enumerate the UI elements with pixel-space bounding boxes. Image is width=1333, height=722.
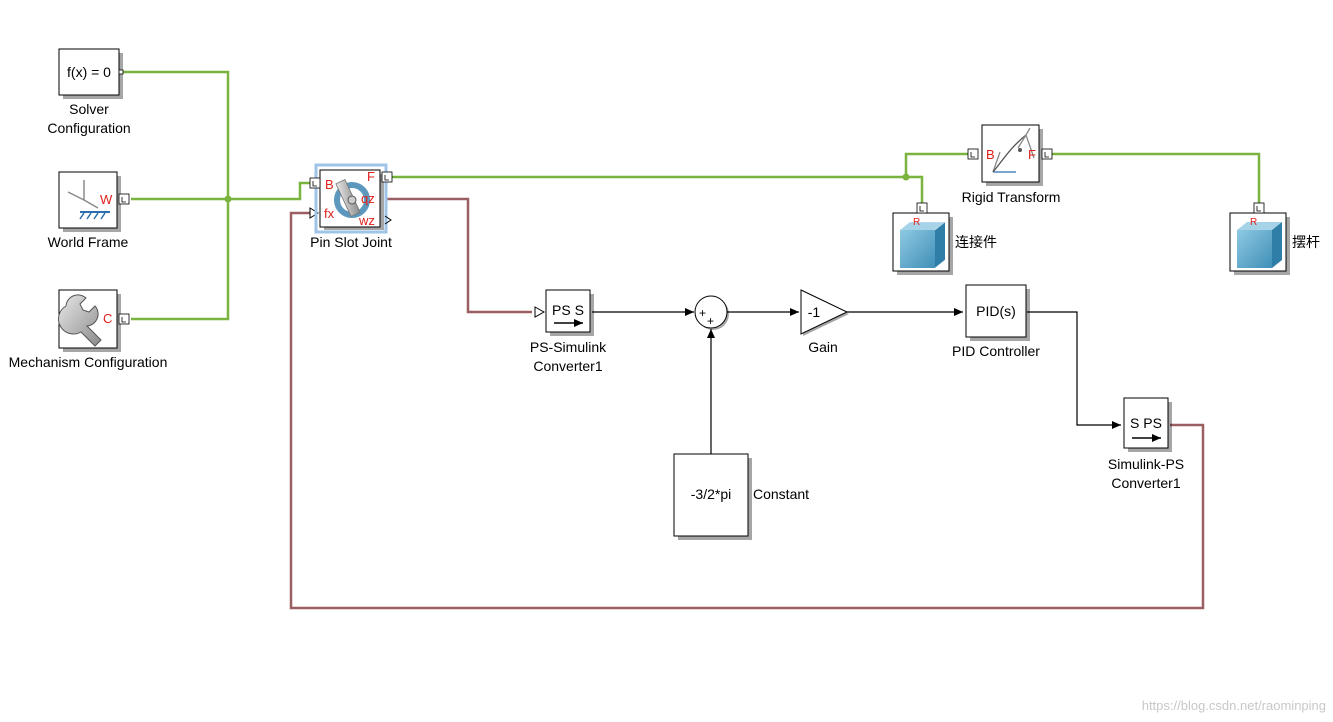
solver-expression: f(x) = 0 <box>67 64 111 80</box>
sum-block[interactable]: + + <box>694 295 729 330</box>
joint-icon <box>334 179 370 218</box>
rigid-transform-block[interactable]: B F Rigid Transform <box>962 124 1061 205</box>
sum-sign-plus: + <box>699 306 706 320</box>
ps-simulink-converter-block[interactable]: PS S PS-Simulink Converter1 <box>530 289 607 374</box>
constant-block[interactable]: -3/2*pi Constant <box>673 453 809 540</box>
pin-slot-joint-block[interactable]: B F qz fx wz Pin Slot Joint <box>309 163 393 250</box>
gain-block[interactable]: -1 Gain <box>800 289 849 355</box>
fx-input-port <box>309 207 319 219</box>
ps-input-port <box>534 306 546 318</box>
world-port[interactable] <box>118 193 130 205</box>
rigid-transform-port-b-label: B <box>986 147 995 162</box>
ps-connections[interactable] <box>289 197 1205 610</box>
gain-label: Gain <box>808 339 838 355</box>
simulink-ps-label: Converter1 <box>1111 475 1180 491</box>
simulink-ps-to-fx-line[interactable] <box>289 211 1205 610</box>
pin-slot-joint-label: Pin Slot Joint <box>310 234 392 250</box>
solid1-port-mark: R <box>913 217 920 228</box>
gain-value: -1 <box>808 304 821 320</box>
simulink-ps-label: Simulink-PS <box>1108 456 1184 472</box>
pinslot-port-f[interactable] <box>381 171 393 183</box>
world-frame-block[interactable]: W World Frame <box>48 171 130 250</box>
rigid-transform-port-f-label: F <box>1028 147 1036 162</box>
pinslot-port-qz-label: qz <box>361 191 375 206</box>
transform-icon <box>992 127 1035 173</box>
solid1-port[interactable] <box>916 202 928 214</box>
constant-value: -3/2*pi <box>691 486 731 502</box>
solver-connection[interactable] <box>123 70 230 199</box>
mechanism-label: Mechanism Configuration <box>9 354 168 370</box>
selection-highlight <box>314 163 388 234</box>
pid-to-simulink-ps-line[interactable] <box>1027 311 1121 429</box>
ps-simulink-label: PS-Simulink <box>530 339 607 355</box>
junction-dot <box>224 195 232 203</box>
world-port-label: W <box>100 192 113 207</box>
pinslot-port-b[interactable] <box>309 177 321 189</box>
mechanism-port[interactable] <box>118 313 130 325</box>
pinslot-port-wz[interactable] <box>384 215 392 225</box>
ps-simulink-text: PS S <box>552 302 584 318</box>
solid2-port[interactable] <box>1253 202 1265 214</box>
pinslot-port-wz-label: wz <box>358 213 375 228</box>
world-frame-connection[interactable] <box>131 181 312 201</box>
pid-controller-block[interactable]: PID(s) PID Controller <box>952 284 1040 359</box>
solid1-label: 连接件 <box>955 234 997 250</box>
rigid-transform-label: Rigid Transform <box>962 189 1061 205</box>
solver-label: Solver <box>69 101 109 117</box>
solid-block-connector[interactable]: R 连接件 <box>892 202 997 275</box>
simulink-ps-converter-block[interactable]: S PS Simulink-PS Converter1 <box>1108 397 1184 491</box>
pinslot-port-f-label: F <box>367 169 375 184</box>
sum-sign-plus: + <box>707 314 714 328</box>
simulink-ps-text: S PS <box>1130 415 1162 431</box>
pinslot-port-b-label: B <box>325 177 334 192</box>
solid2-label: 摆杆 <box>1292 234 1320 250</box>
solid2-port-mark: R <box>1250 217 1257 228</box>
wrench-icon <box>57 294 102 347</box>
rigid-transform-port-b[interactable] <box>967 148 979 160</box>
rigid-transform-base-connection[interactable] <box>904 152 968 177</box>
watermark: https://blog.csdn.net/raominping <box>1142 698 1326 713</box>
solver-label: Configuration <box>47 120 130 136</box>
solid-body-icon <box>900 221 946 269</box>
constant-label: Constant <box>753 486 809 502</box>
ps-simulink-label: Converter1 <box>533 358 602 374</box>
solid-body-icon <box>1237 222 1282 268</box>
junction-dot <box>902 173 910 181</box>
solid-block-pendulum[interactable]: R 摆杆 <box>1229 202 1320 275</box>
qz-to-ps-simulink-line[interactable] <box>385 197 532 314</box>
pid-label: PID Controller <box>952 343 1040 359</box>
rigid-transform-port-f[interactable] <box>1041 148 1053 160</box>
pid-text: PID(s) <box>976 303 1016 319</box>
mechanism-configuration-block[interactable]: C Mechanism Configuration <box>9 289 168 370</box>
solver-configuration-block[interactable]: f(x) = 0 Solver Configuration <box>47 48 131 136</box>
mechanism-connection[interactable] <box>131 199 230 321</box>
solid1-connection[interactable] <box>906 175 924 203</box>
world-frame-icon <box>67 180 110 220</box>
pinslot-port-fx-label: fx <box>324 206 335 221</box>
physical-connections[interactable] <box>123 70 1261 321</box>
world-frame-label: World Frame <box>48 234 129 250</box>
signal-connections[interactable] <box>592 308 1121 454</box>
rigid-transform-follower-connection[interactable] <box>1052 152 1261 203</box>
mechanism-port-label: C <box>103 311 112 326</box>
